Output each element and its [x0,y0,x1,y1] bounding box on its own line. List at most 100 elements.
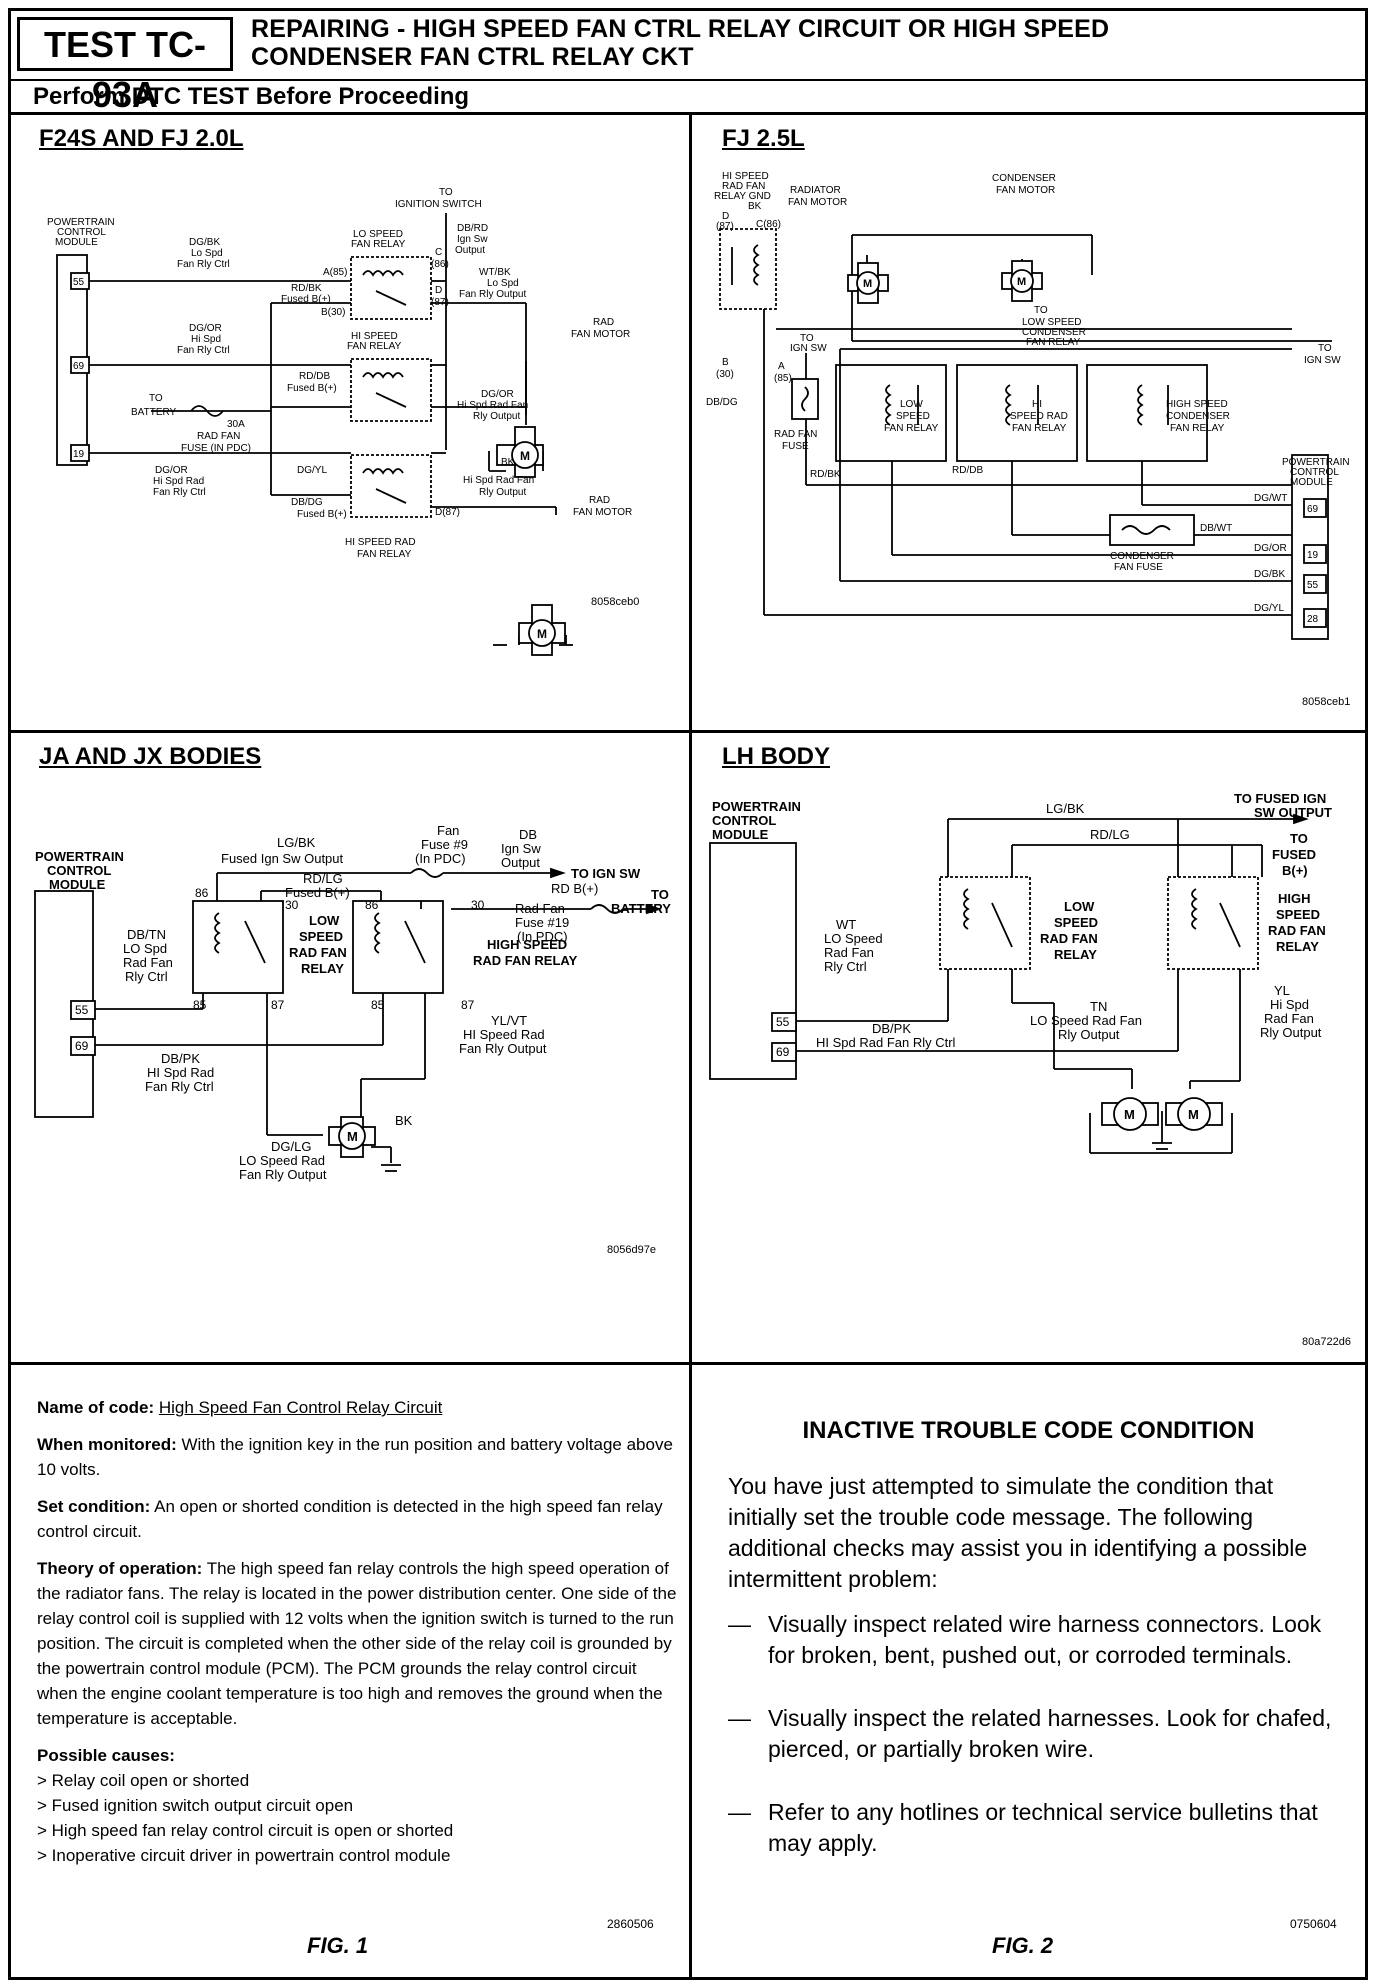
lh-hi-3: RAD FAN [1268,923,1326,938]
wire-rlyoutput2: Rly Output [479,487,526,498]
ja-fan-3: (In PDC) [415,851,466,866]
lh-pin-69: 69 [776,1045,790,1059]
ja-fanrlyctrl: Fan Rly Ctrl [145,1079,214,1094]
ja-ylvt: YL/VT [491,1013,527,1028]
fj-rad-2: FAN MOTOR [788,197,847,208]
fj-low-3: FAN RELAY [884,423,939,434]
fj-toign-1: TO [800,333,814,344]
ja-dbtn: DB/TN [127,927,166,942]
ja-pcm-2: CONTROL [47,863,111,878]
pcm-label-line3: MODULE [55,237,98,248]
lh-hi-2: SPEED [1276,907,1320,922]
wire-dgor2: DG/OR [481,389,514,400]
ja-n87b: 87 [461,998,475,1012]
lo-relay-label-1: LO SPEED [353,229,403,240]
lh-low-3: RAD FAN [1040,931,1098,946]
fj-pin-55: 55 [1307,580,1319,591]
lh-pcm-3: MODULE [712,827,769,842]
to-ignition-1: TO [439,187,453,198]
inactive-checks: Visually inspect related wire harness co… [728,1609,1338,1891]
lh-low-2: SPEED [1054,915,1098,930]
fj-hsc-1: HIGH SPEED [1166,399,1228,410]
ja-fan-1: Fan [437,823,459,838]
ja-to: TO [651,887,669,902]
fj-hi-r-2: SPEED RAD [1010,411,1068,422]
lh-motor-m-1: M [1124,1107,1135,1122]
ja-battery: BATTERY [611,901,671,916]
ja-radfan: Rad Fan [123,955,173,970]
fj-hsc-2: CONDENSER [1166,411,1230,422]
wire-hispdradfan: Hi Spd Rad Fan [463,475,534,486]
term-d87c: D(87) [435,507,460,518]
wire-fanrlyctl3: Fan Rly Ctrl [153,487,206,498]
wire-dbdg: DB/DG [291,497,323,508]
lh-pin-55: 55 [776,1015,790,1029]
ja-fanrlyout2: Fan Rly Output [239,1167,327,1182]
image-id-desc: 2860506 [607,1917,654,1931]
fj-rddb: RD/DB [952,465,983,476]
cause-item: Fused ignition switch output circuit ope… [37,1793,677,1818]
wire-rdbk: RD/BK [291,283,322,294]
fj-hi-1: HI SPEED [722,171,769,182]
fj-hi-r-3: FAN RELAY [1012,423,1067,434]
wire-fusedb3: Fused B(+) [297,509,347,520]
lh-dbpk: DB/PK [872,1021,911,1036]
when-monitored: When monitored: With the ignition key in… [37,1432,677,1482]
cause-item: Relay coil open or shorted [37,1768,677,1793]
fuse-radfan: RAD FAN [197,431,240,442]
set-value: An open or shorted condition is detected… [37,1497,663,1541]
name-label: Name of code: [37,1398,155,1417]
term-c86: (86) [431,259,449,270]
lh-wt: WT [836,917,856,932]
fj-pcm-3: MODULE [1290,477,1333,488]
ja-rlyctrl: Rly Ctrl [125,969,168,984]
fj-low-1: LOW [900,399,923,410]
panel-title-f24s: F24S AND FJ 2.0L [39,125,244,152]
ja-n86: 86 [195,886,209,900]
ja-lospd: LO Spd [123,941,167,956]
test-title: REPAIRING - HIGH SPEED FAN CTRL RELAY CI… [251,15,1355,71]
ja-rdb: RD B(+) [551,881,598,896]
panel-lh: LH BODY [692,733,1365,1365]
pcm-label-line2: CONTROL [57,227,106,238]
wire-fanrlyout: Fan Rly Output [459,289,526,300]
panel-fj25: FJ 2.5L [692,115,1365,733]
figure-label-1: FIG. 1 [307,1933,369,1958]
wire-dgyl: DG/YL [297,465,327,476]
lh-rdlg: RD/LG [1090,827,1130,842]
term-d87: (87) [431,297,449,308]
lh-to-3: B(+) [1282,863,1308,878]
ja-low-4: RELAY [301,961,344,976]
fj-cond-1: CONDENSER [992,173,1056,184]
when-value: With the ignition key in the run positio… [37,1435,673,1479]
motor-m-2: M [537,627,547,641]
fj-tolow-2: LOW SPEED [1022,317,1081,328]
fj-rad-1: RADIATOR [790,185,841,196]
ja-n85: 85 [193,998,207,1012]
lh-hi-4: RELAY [1276,939,1319,954]
lh-lospeedrad: LO Speed Rad Fan [1030,1013,1142,1028]
cause-item: Inoperative circuit driver in powertrain… [37,1843,677,1868]
lh-tofused-2: SW OUTPUT [1254,805,1332,820]
lh-radfan: Rad Fan [824,945,874,960]
rad-label-2: RAD [589,495,610,506]
test-header: TEST TC-93A REPAIRING - HIGH SPEED FAN C… [11,11,1365,115]
fj-d87: (87) [716,221,734,232]
lh-pcm-1: POWERTRAIN [712,799,801,814]
fj-rdbk: RD/BK [810,469,841,480]
ja-pcm-1: POWERTRAIN [35,849,124,864]
hispdrad-relay-2: FAN RELAY [357,549,412,560]
to-battery-1: TO [149,393,163,404]
wire-hispd: Hi Spd [191,334,221,345]
fj-bk: BK [748,201,762,212]
ja-fusedb: Fused B(+) [285,885,350,900]
fj-condfuse-1: CONDENSER [1110,551,1174,562]
fj-dgbk: DG/BK [1254,569,1285,580]
hispdrad-relay-1: HI SPEED RAD [345,537,416,548]
ja-low-2: SPEED [299,929,343,944]
ja-fusedign: Fused Ign Sw Output [221,851,344,866]
wire-lospd: Lo Spd [191,248,223,259]
to-ignition-2: IGNITION SWITCH [395,199,482,210]
image-id-ja: 8056d97e [607,1244,656,1256]
lo-relay-label-2: FAN RELAY [351,239,406,250]
